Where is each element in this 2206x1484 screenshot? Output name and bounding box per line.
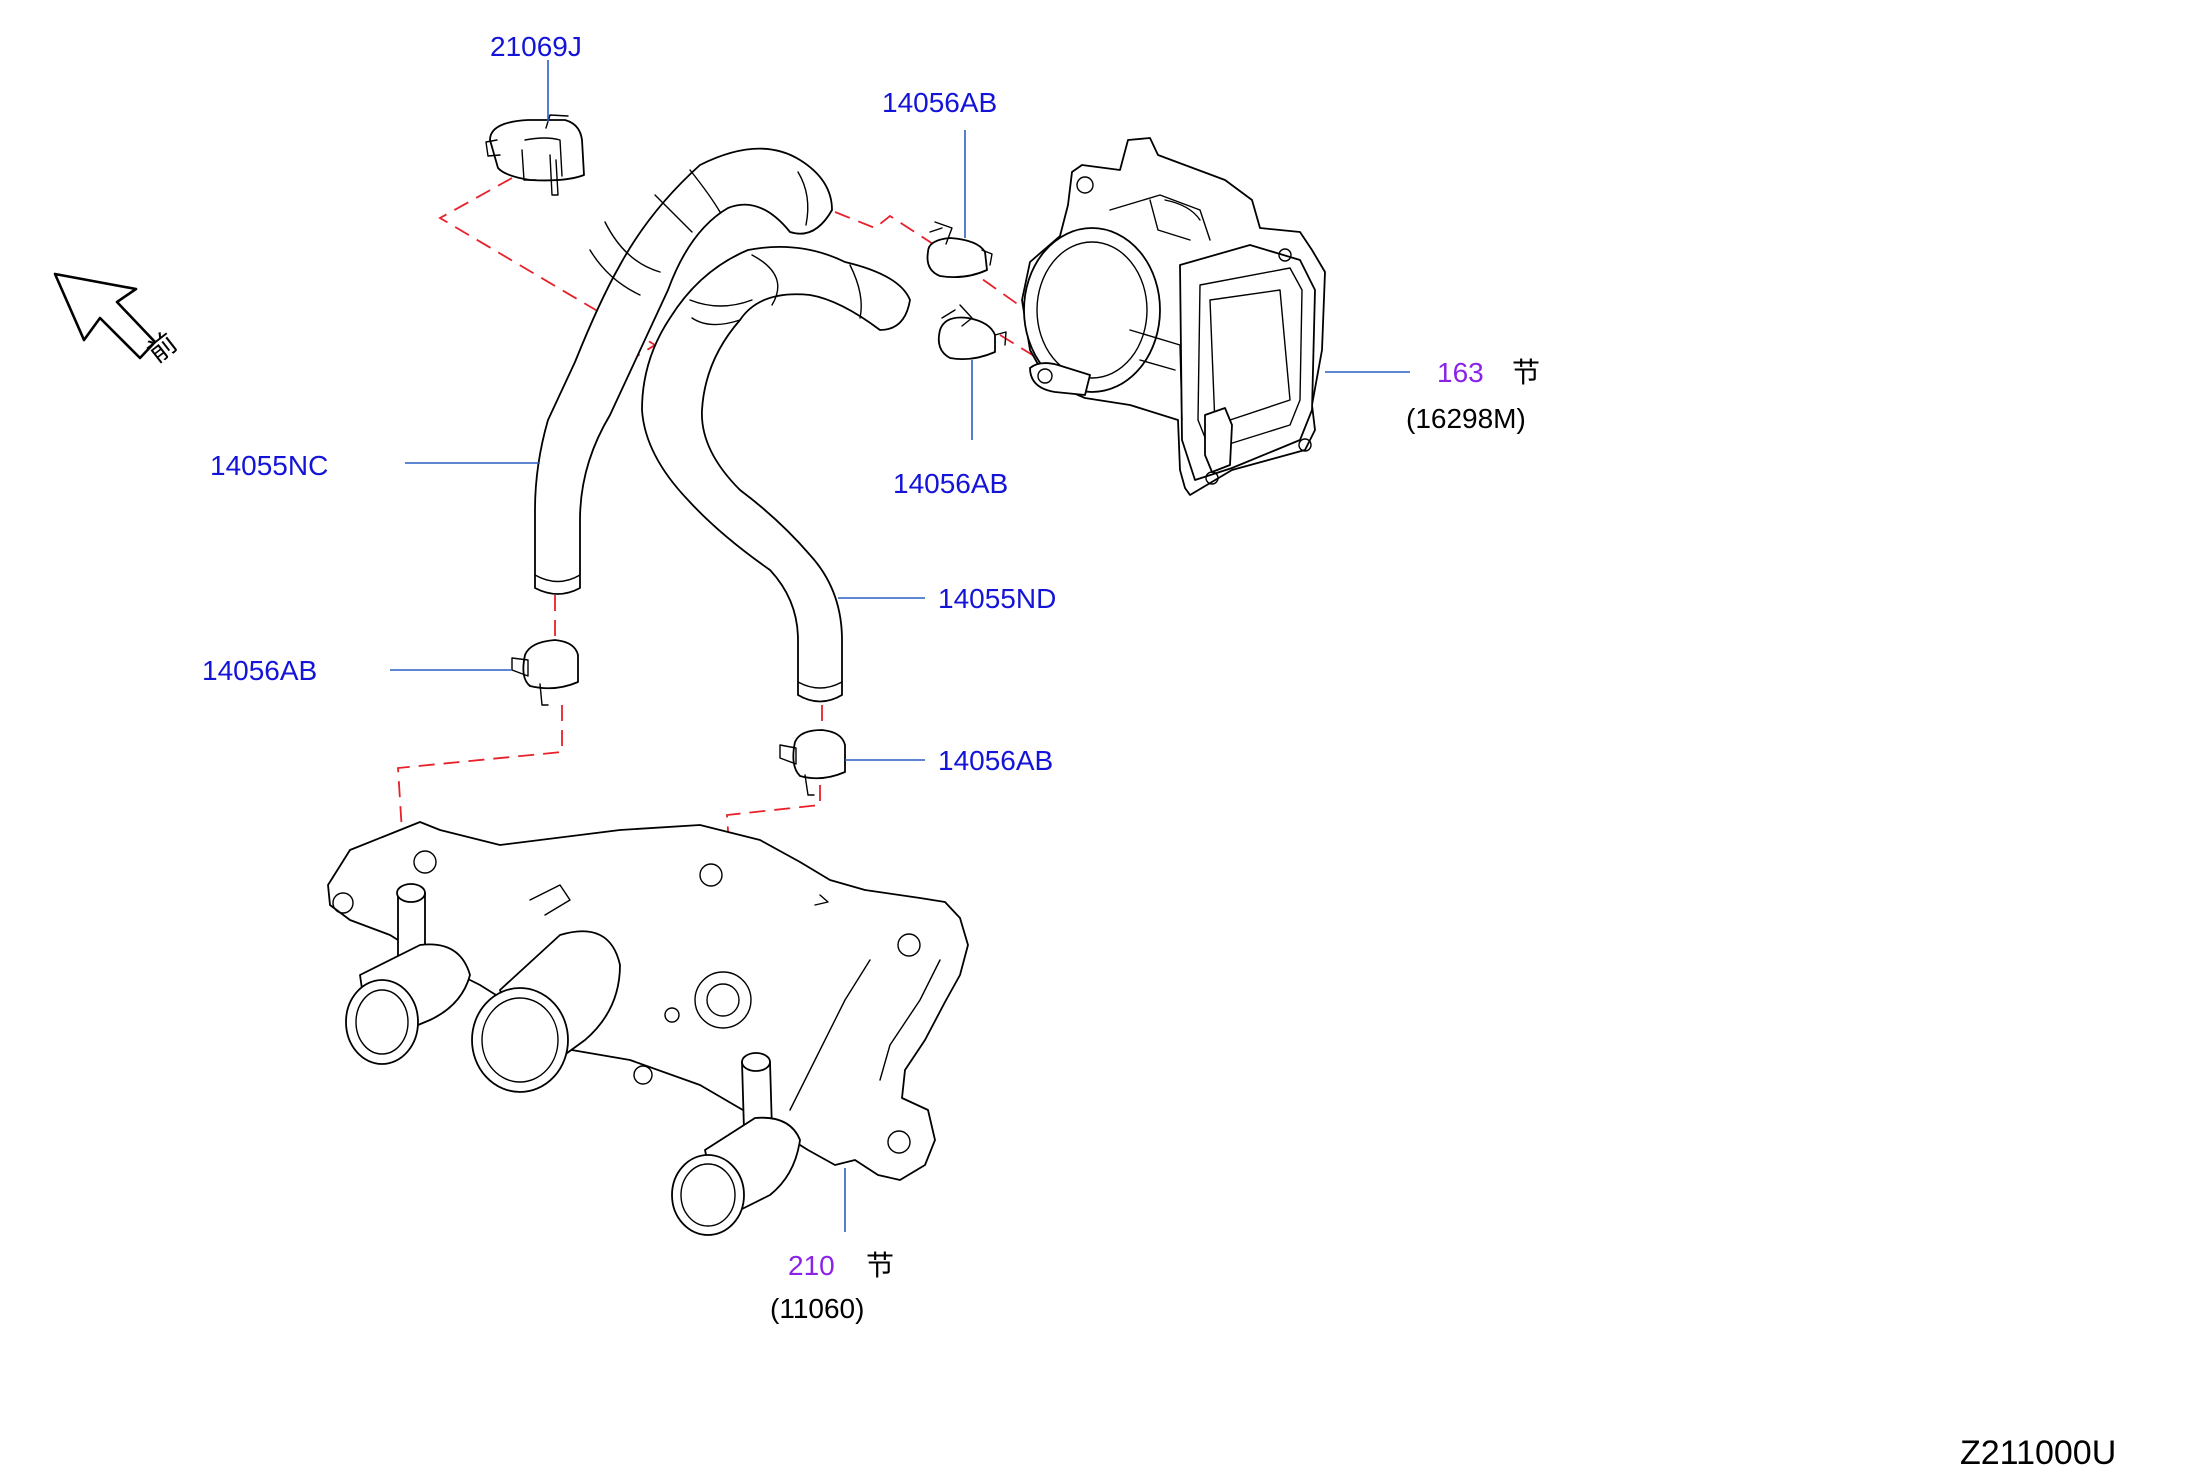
callout-14056ab-middle: 14056AB [893, 468, 1008, 499]
section-210-number[interactable]: 210 [788, 1250, 835, 1281]
callout-14056ab-top: 14056AB [882, 87, 997, 118]
callout-21069j: 21069J [490, 31, 582, 62]
clip-21069j [485, 114, 585, 196]
callout-14055nc: 14055NC [210, 450, 328, 481]
callout-14056ab-right: 14056AB [938, 745, 1053, 776]
callout-14056ab-left: 14056AB [202, 655, 317, 686]
diagram-id: Z211000U [1960, 1434, 2116, 1472]
clamp-14056ab-left [511, 639, 579, 706]
section-163-number[interactable]: 163 [1437, 357, 1484, 388]
section-210-suffix: 节 [866, 1250, 894, 1281]
water-outlet [327, 821, 969, 1236]
clamp-14056ab-middle [937, 304, 1007, 361]
section-210-part: (11060) [770, 1293, 864, 1324]
callout-14055nd: 14055ND [938, 583, 1056, 614]
hose-14055nc [534, 147, 833, 595]
hose-14055nd [641, 246, 911, 703]
section-163-part: (16298M) [1406, 403, 1526, 434]
clamp-14056ab-right [779, 729, 846, 796]
leader-lines [390, 60, 1410, 1232]
clamp-14056ab-upper [926, 221, 993, 279]
front-arrow-icon [53, 272, 157, 360]
throttle-body [1021, 137, 1326, 496]
section-163-suffix: 节 [1512, 357, 1540, 388]
